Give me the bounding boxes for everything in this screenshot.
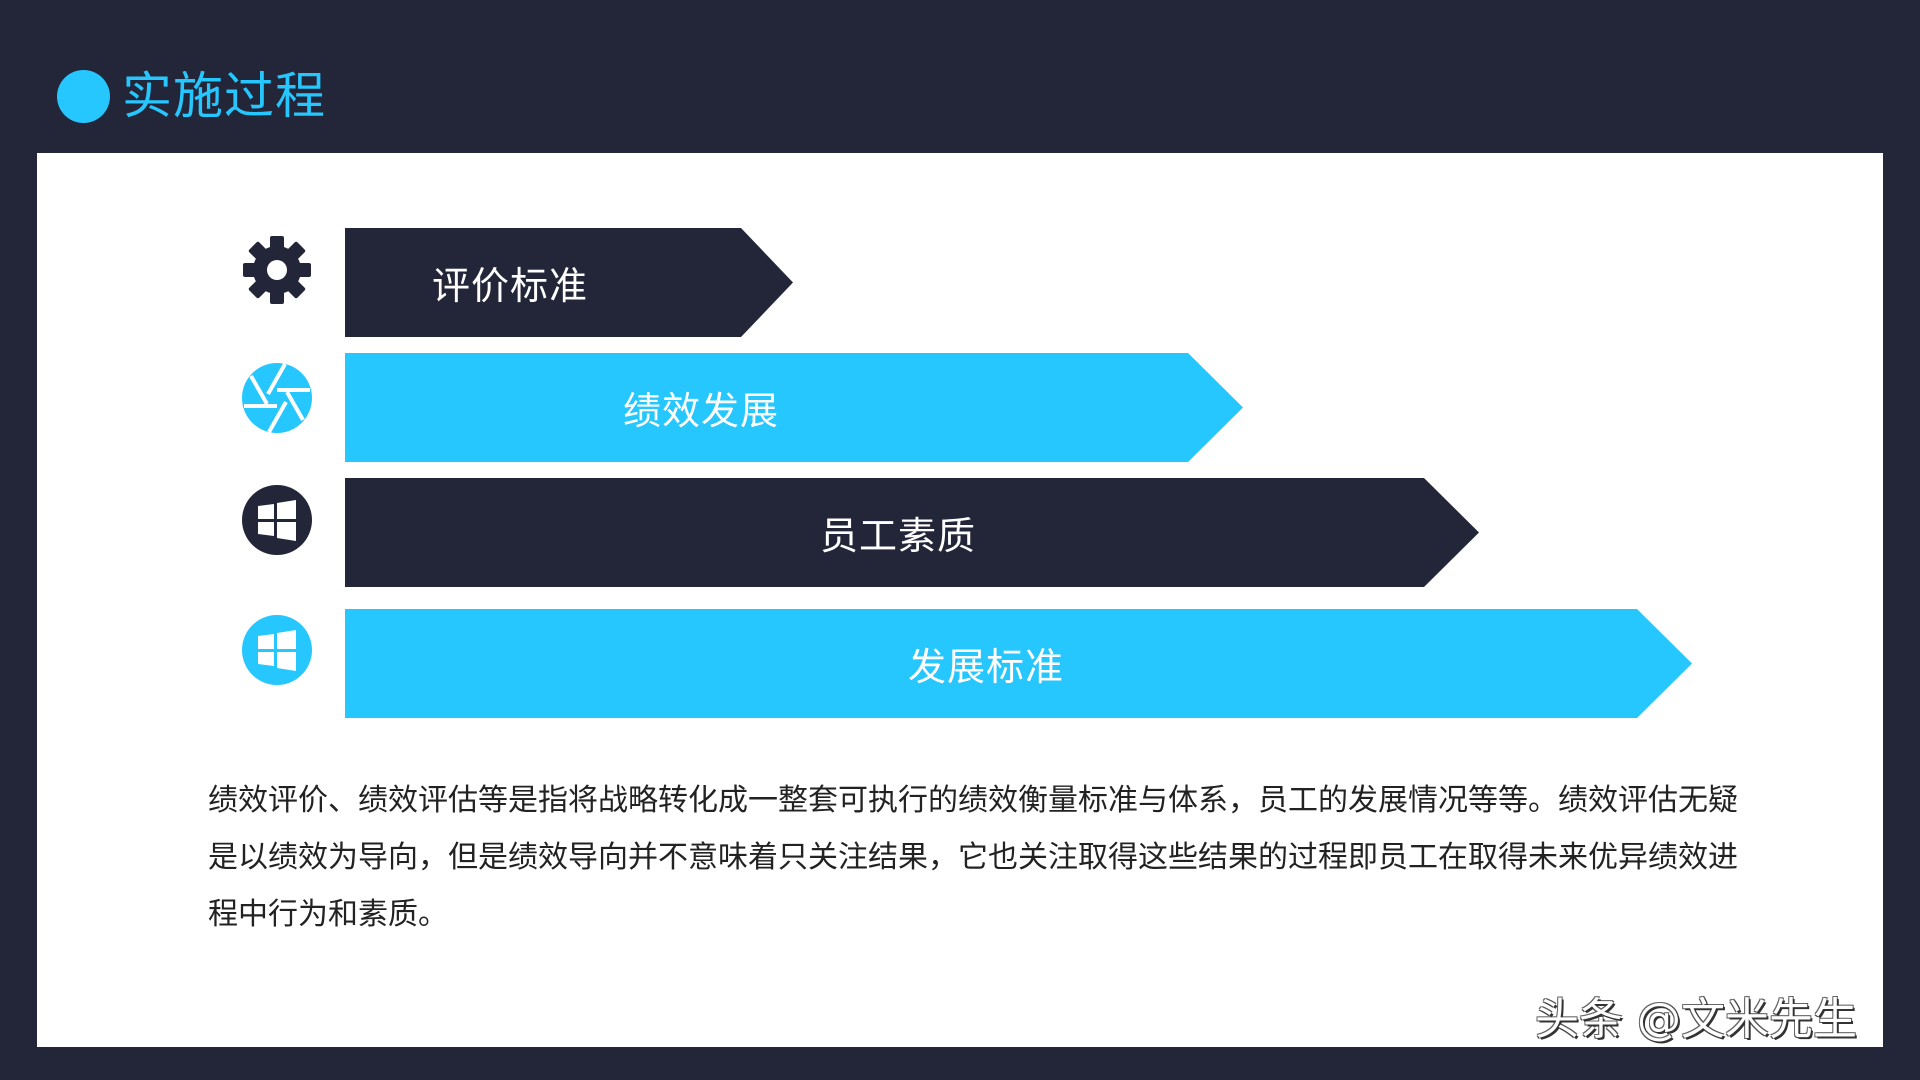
watermark: 头条 @文米先生 xyxy=(1535,994,1857,1045)
camera-aperture-icon xyxy=(241,362,313,434)
step-bar-2: 绩效发展 xyxy=(345,353,1243,462)
title-bullet-dot xyxy=(57,70,110,123)
step-label-4: 发展标准 xyxy=(908,645,1065,689)
step-bar-3: 员工素质 xyxy=(345,478,1479,587)
step-bar-4: 发展标准 xyxy=(345,609,1692,718)
step-label-3: 员工素质 xyxy=(820,514,977,558)
content-panel xyxy=(37,153,1883,1047)
gear-icon xyxy=(241,234,313,306)
description-paragraph: 绩效评价、绩效评估等是指将战略转化成一整套可执行的绩效衡量标准与体系，员工的发展… xyxy=(208,783,1738,932)
step-label-1: 评价标准 xyxy=(432,264,589,308)
step-bar-1: 评价标准 xyxy=(345,228,793,337)
windows-logo-icon xyxy=(241,484,313,556)
step-label-2: 绩效发展 xyxy=(623,389,780,433)
page-title: 实施过程 xyxy=(122,67,326,125)
windows-logo-icon xyxy=(241,614,313,686)
